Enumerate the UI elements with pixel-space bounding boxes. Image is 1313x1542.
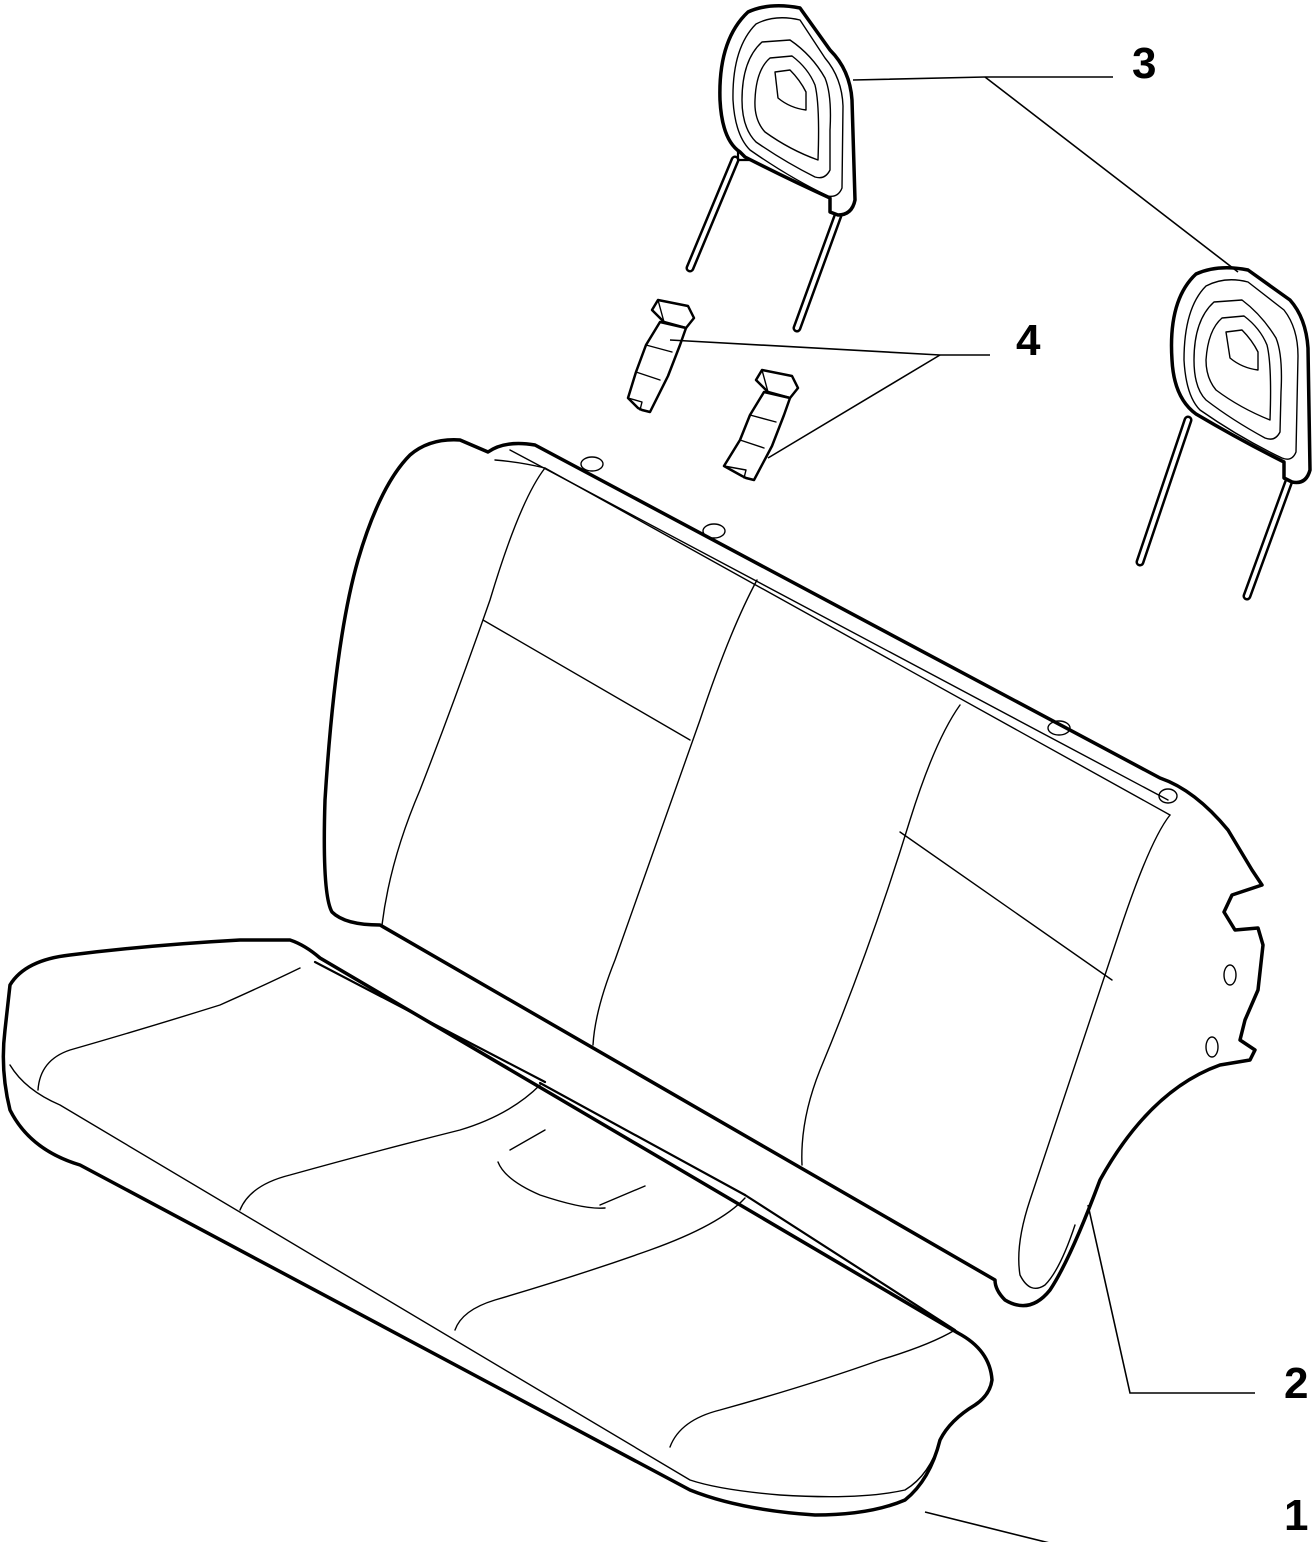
headrest-left <box>685 4 857 333</box>
headrest-guide-right <box>722 368 800 482</box>
headrest-guide-left <box>626 298 696 414</box>
callout-seat-backrest: 2 <box>1284 1359 1308 1408</box>
leader-lines <box>669 76 1255 1542</box>
leader-2 <box>1087 1204 1255 1394</box>
seat-cushion <box>1 938 994 1517</box>
headrest-right <box>1135 266 1312 601</box>
leader-3 <box>852 76 1113 81</box>
leader-4 <box>669 339 990 356</box>
callout-headrest-guide: 4 <box>1016 316 1041 365</box>
leader-4-secondary <box>767 354 941 459</box>
callout-headrest: 3 <box>1132 39 1156 88</box>
seat-backrest <box>322 438 1265 1308</box>
callout-seat-cushion: 1 <box>1284 1491 1308 1540</box>
leader-3-secondary <box>984 76 1239 273</box>
leader-1 <box>924 1511 1049 1542</box>
